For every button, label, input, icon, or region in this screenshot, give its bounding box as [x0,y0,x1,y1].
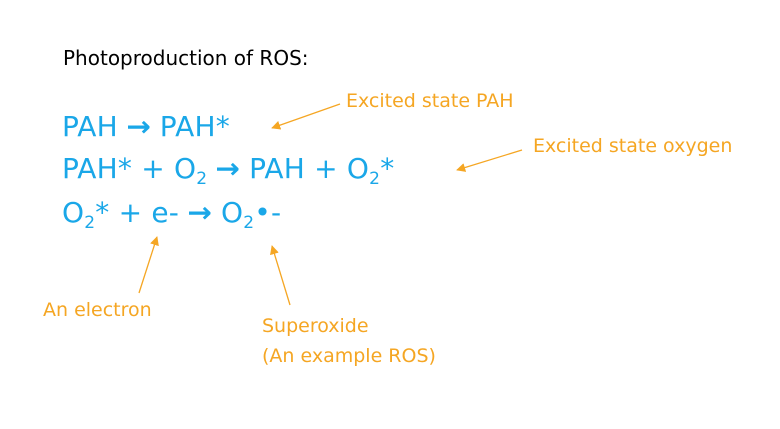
annotation-excited-state-pah: Excited state PAH [346,90,514,112]
eq3-reactant-tail: * + e- [95,196,180,229]
eq3-product-subscript: 2 [243,213,255,233]
eq1-product: PAH* [159,110,230,143]
eq3-oxygen: O [62,196,85,229]
annotation-superoxide-line2: (An example ROS) [262,345,436,367]
leader-superoxide [270,245,291,306]
eq1-reactant: PAH [62,110,118,143]
reaction-arrow-icon: → [215,152,241,185]
eq3-product: O [220,196,244,229]
annotation-superoxide-line1: Superoxide [262,315,369,337]
equation-energy-transfer: PAH* + O2 → PAH + O2* [62,152,395,188]
equation-excitation: PAH → PAH* [62,110,230,143]
eq2-product-excited-mark: * [380,152,395,185]
eq2-product-subscript: 2 [369,169,381,189]
eq3-oxygen-subscript: 2 [84,213,96,233]
annotation-electron: An electron [43,299,152,321]
reaction-arrow-icon: → [187,196,213,229]
leader-excited-oxygen [456,149,523,172]
eq2-reactant-subscript: 2 [196,169,208,189]
equation-superoxide-formation: O2* + e- → O2•- [62,196,282,232]
eq3-product-radical-mark: •- [254,196,282,229]
annotation-excited-state-oxygen: Excited state oxygen [533,135,733,157]
eq2-reactants: PAH* + O [62,152,197,185]
slide-heading: Photoproduction of ROS: [63,46,309,70]
leader-excited-pah [271,103,341,130]
reaction-arrow-icon: → [126,110,152,143]
leader-electron [138,236,159,294]
eq2-products: PAH + O [249,152,370,185]
annotation-superoxide: Superoxide (An example ROS) [262,311,436,371]
